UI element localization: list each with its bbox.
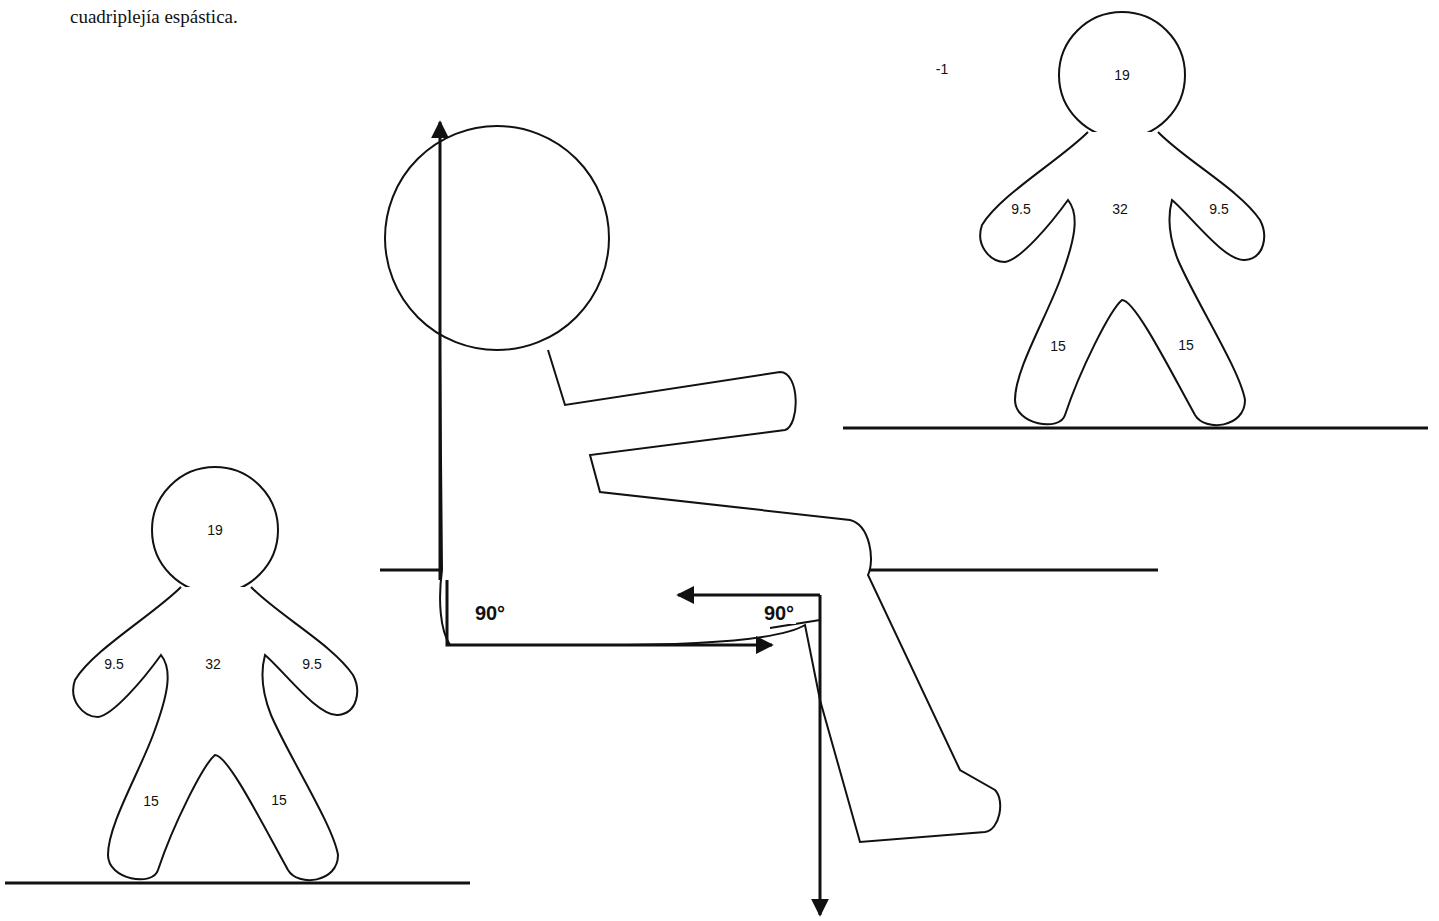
axis-arrow (447, 580, 772, 645)
seat-line (380, 569, 442, 572)
callout-number: 19 (1112, 68, 1132, 83)
ground-line (843, 427, 1428, 430)
axis-arrow (439, 122, 442, 580)
axis-arrow (678, 594, 820, 597)
axis-arrow (819, 595, 822, 915)
callout-number: 15 (1048, 339, 1068, 354)
seated-figure (440, 350, 1000, 842)
ground-line (5, 882, 470, 885)
callout-number: 32 (1110, 202, 1130, 217)
callout-number: 9.5 (102, 657, 125, 672)
callout-number: 9.5 (300, 657, 323, 672)
angle-label: 90° (762, 602, 796, 624)
caption-text: cuadriplejía espástica. (68, 7, 240, 28)
callout-number: 19 (205, 523, 225, 538)
seat-line (868, 569, 1158, 572)
standing-figure (73, 467, 357, 880)
head (385, 126, 609, 350)
callout-number: 9.5 (1207, 202, 1230, 217)
callout-number: 15 (269, 793, 289, 808)
standing-figure (980, 12, 1264, 425)
callout-number: 32 (203, 657, 223, 672)
callout-number: 15 (141, 794, 161, 809)
angle-label: 90° (473, 602, 507, 624)
figure-number: -1 (934, 62, 950, 77)
callout-number: 15 (1176, 338, 1196, 353)
callout-number: 9.5 (1009, 202, 1032, 217)
